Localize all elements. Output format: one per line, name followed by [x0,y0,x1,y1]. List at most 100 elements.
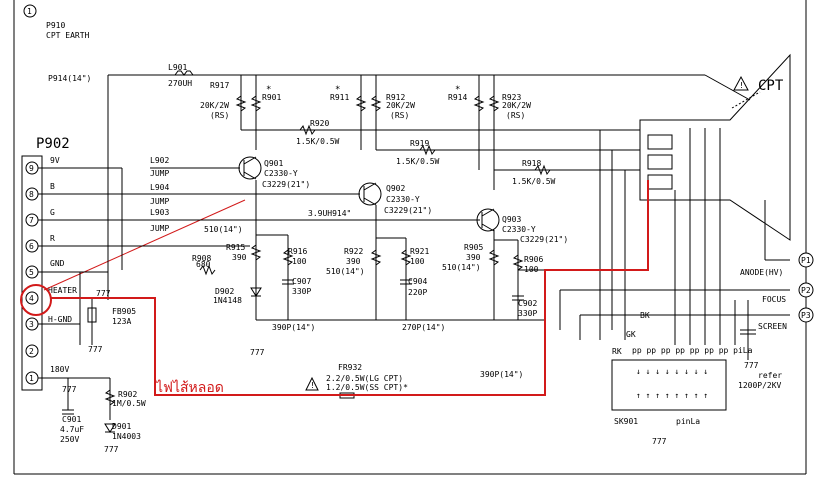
svg-text:777: 777 [652,437,667,446]
svg-text:C2330-Y: C2330-Y [386,195,420,204]
svg-text:C3229(21"): C3229(21") [262,180,310,189]
border-pin-marker: 1 [23,4,37,18]
svg-text:P3: P3 [801,311,811,320]
svg-text:1.2/0.5W(SS CPT)*: 1.2/0.5W(SS CPT)* [326,383,408,392]
svg-text:R916: R916 [288,247,307,256]
svg-text:!: ! [739,81,744,90]
svg-text:R912: R912 [386,93,405,102]
rk-label: RK [612,347,622,356]
svg-text:6: 6 [29,242,34,251]
svg-text:R920: R920 [310,119,329,128]
sk901-label: SK901 [614,417,638,426]
svg-text:390: 390 [346,257,361,266]
svg-text:Q902: Q902 [386,184,405,193]
svg-text:R901: R901 [262,93,281,102]
svg-text:R906: R906 [524,255,543,264]
svg-text:510(14"): 510(14") [204,225,243,234]
svg-text:R923: R923 [502,93,521,102]
svg-text:9V: 9V [50,156,60,165]
heater-pointer-line [43,199,246,291]
svg-text:1.5K/0.5W: 1.5K/0.5W [512,177,556,186]
svg-text:20K/2W: 20K/2W [386,101,415,110]
svg-text:JUMP: JUMP [150,224,169,233]
svg-text:390: 390 [232,253,247,262]
svg-text:20K/2W: 20K/2W [502,101,531,110]
bk-label: BK [640,311,650,320]
svg-text:220P: 220P [408,288,427,297]
svg-text:HEATER: HEATER [48,286,77,295]
component-labels: L901 270UH R917 20K/2W (RS) * R901 * R91… [60,63,568,444]
connector-body [21,155,43,391]
svg-text:P1: P1 [801,256,811,265]
svg-text:↓ ↓ ↓ ↓ ↓ ↓ ↓ ↓: ↓ ↓ ↓ ↓ ↓ ↓ ↓ ↓ [636,367,708,376]
pin-4: 4 HEATER [25,286,77,305]
svg-text:C901: C901 [62,415,81,424]
svg-text:330P: 330P [518,309,537,318]
svg-text:777: 777 [250,348,265,357]
svg-text:9: 9 [29,164,34,173]
svg-text:510(14"): 510(14") [326,267,365,276]
cpt-earth-label: CPT EARTH [46,31,90,40]
svg-text:777: 777 [88,345,103,354]
anode-label: ANODE(HV) [740,268,783,277]
gk-label: GK [626,330,636,339]
svg-text:R908: R908 [192,254,211,263]
cpt-label: CPT [758,78,784,94]
svg-text:(RS): (RS) [390,111,409,120]
pin-2: 2 [25,344,39,358]
cap-1200p-label: 1200P/2KV [738,381,782,390]
svg-text:*: * [455,85,460,95]
svg-text:pp pp pp pp pp pp pp piLa: pp pp pp pp pp pp pp piLa [632,346,753,355]
svg-text:100: 100 [410,257,425,266]
svg-text:1.5K/0.5W: 1.5K/0.5W [296,137,340,146]
pin-5: 5 GND [25,259,65,279]
focus-label: FOCUS [762,295,786,304]
screen-label: SCREEN [758,322,787,331]
svg-text:C902: C902 [518,299,537,308]
svg-text:R919: R919 [410,139,429,148]
svg-text:FR932: FR932 [338,363,362,372]
svg-text:C2330-Y: C2330-Y [264,169,298,178]
svg-text:B: B [50,182,55,191]
svg-text:Q903: Q903 [502,215,521,224]
svg-text:FB905: FB905 [112,307,136,316]
svg-text:↑ ↑ ↑ ↑ ↑ ↑ ↑ ↑: ↑ ↑ ↑ ↑ ↑ ↑ ↑ ↑ [636,391,708,400]
svg-text:D901: D901 [112,422,131,431]
svg-text:C2330-Y: C2330-Y [502,225,536,234]
svg-text:R902: R902 [118,390,137,399]
svg-text:C3229(21"): C3229(21") [520,235,568,244]
pin-6: 6 R [25,234,55,253]
heater-path-highlight [50,180,649,396]
svg-text:C907: C907 [292,277,311,286]
connector-title: P902 [36,136,70,152]
svg-text:R914: R914 [448,93,467,102]
cpt-tube [639,53,791,241]
svg-text:JUMP: JUMP [150,197,169,206]
sk901-socket: pp pp pp pp pp pp pp piLa ↓ ↓ ↓ ↓ ↓ ↓ ↓ … [611,346,753,411]
svg-text:777: 777 [104,445,119,454]
svg-text:390: 390 [466,253,481,262]
svg-text:R917: R917 [210,81,229,90]
svg-text:L904: L904 [150,183,169,192]
svg-text:7: 7 [29,216,34,225]
pin-7: 7 G [25,208,55,227]
svg-text:1: 1 [29,374,34,383]
svg-text:1: 1 [27,7,32,16]
svg-text:L901: L901 [168,63,187,72]
svg-text:C904: C904 [408,277,427,286]
svg-text:100: 100 [292,257,307,266]
svg-text:(RS): (RS) [210,111,229,120]
svg-text:JUMP: JUMP [150,169,169,178]
svg-text:180V: 180V [50,365,69,374]
svg-text:777: 777 [744,361,759,370]
svg-text:*: * [335,85,340,95]
svg-text:100: 100 [524,265,539,274]
svg-text:R905: R905 [464,243,483,252]
pinla-label: pinLa [676,417,700,426]
p914-label: P914(14") [48,74,91,83]
svg-text:D902: D902 [215,287,234,296]
heater-pin-highlight [20,284,52,316]
svg-text:250V: 250V [60,435,79,444]
svg-text:270P(14"): 270P(14") [402,323,445,332]
svg-text:4: 4 [29,294,34,303]
